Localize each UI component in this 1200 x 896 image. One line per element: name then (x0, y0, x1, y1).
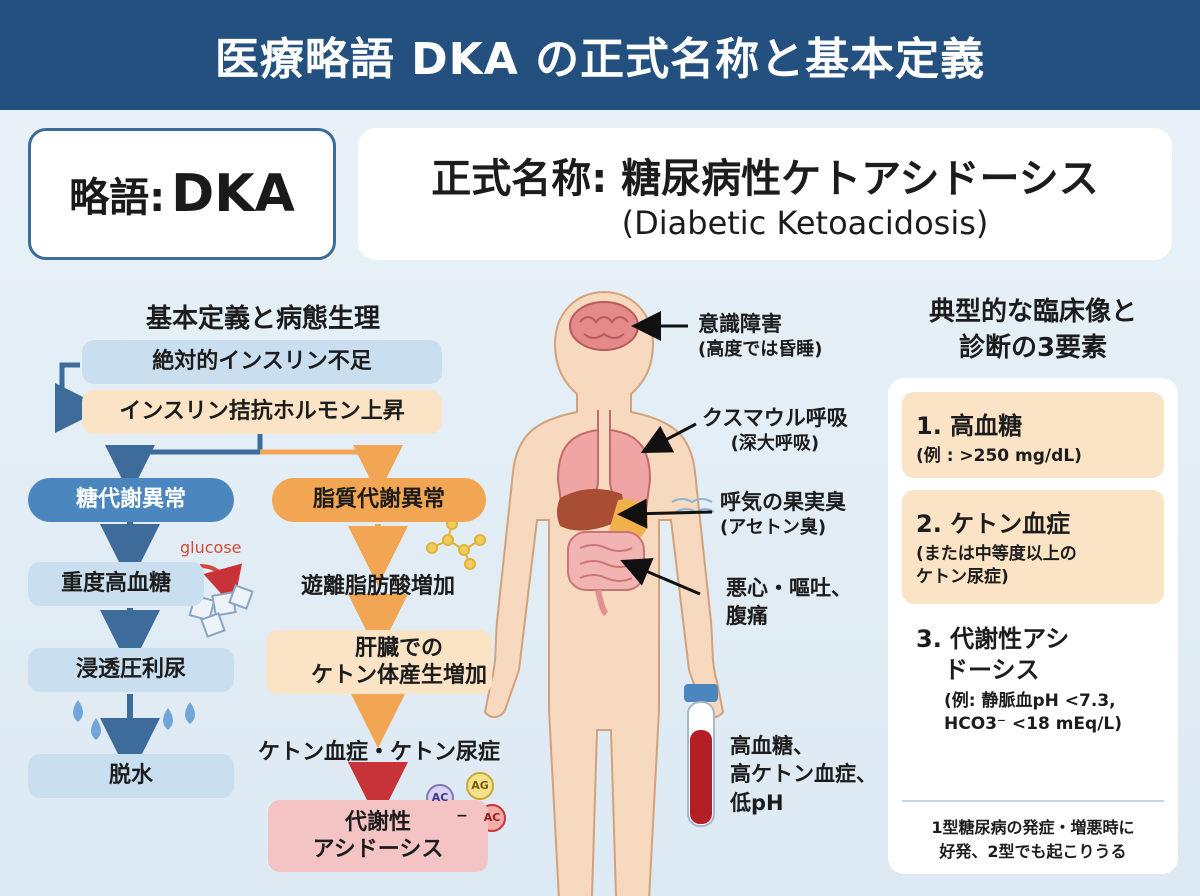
diagnosis-title-line2: 診断の3要素 (958, 333, 1108, 364)
gi-symptoms-label: 悪心・嘔吐、 腹痛 (726, 574, 852, 631)
formal-name-en: (Diabetic Ketoacidosis) (621, 204, 989, 242)
ketone-production-line1: 肝臓での (354, 635, 443, 661)
prevalence-note-line1: 1型糖尿病の発症・増悪時に (931, 818, 1135, 837)
formal-name-box: 正式名称: 糖尿病性ケトアシドーシス (Diabetic Ketoacidosi… (358, 128, 1172, 260)
osmotic-diuresis-box: 浸透圧利尿 (28, 648, 234, 692)
consciousness-main: 意識障害 (698, 312, 782, 336)
metabolic-acidosis-box: 代謝性 アシドーシス (268, 800, 488, 872)
formal-name-jp: 正式名称: 糖尿病性ケトアシドーシス (431, 156, 1099, 202)
criterion-hyperglycemia: 1. 高血糖 (例 : >250 mg/dL) (902, 392, 1164, 478)
prevalence-note-line2: 好発、2型でも起こりうる (939, 842, 1127, 861)
criterion1-head: 1. 高血糖 (916, 412, 1023, 440)
lipid-metabolism-head: 脂質代謝異常 (272, 478, 486, 522)
consciousness-label: 意識障害 (高度では昏睡) (698, 310, 822, 363)
lab-findings-label: 高血糖、 高ケトン血症、 低pH (730, 732, 877, 817)
kussmaul-label: クスマウル呼吸 (深大呼吸) (702, 404, 848, 457)
criterion2-head: 2. ケトン血症 (916, 510, 1071, 538)
kussmaul-sub: (深大呼吸) (730, 433, 820, 455)
abbreviation-box: 略語: DKA (28, 128, 336, 260)
page-title: 医療略語 DKA の正式名称と基本定義 (0, 0, 1200, 110)
diagnosis-title-line1: 典型的な臨床像と (928, 297, 1137, 327)
mol-minus: − (456, 808, 468, 824)
insulin-deficiency-box: 絶対的インスリン不足 (82, 340, 442, 384)
metabolic-acidosis-line1: 代謝性 (344, 809, 411, 835)
lab-findings-line2: 高ケトン血症、 (730, 762, 877, 787)
pathophysiology-title: 基本定義と病態生理 (145, 304, 380, 334)
mol-ag: AG (471, 779, 489, 792)
criterion3-head-line1: 3. 代謝性アシ (916, 625, 1070, 653)
lab-findings-line3: 低pH (730, 790, 784, 815)
criterion-acidosis: 3. 代謝性アシ ドーシス (例: 静脈血pH <7.3, HCO3⁻ <18 … (902, 624, 1164, 736)
criterion-ketonemia: 2. ケトン血症 (または中等度以上の ケトン尿症) (902, 490, 1164, 604)
prevalence-note: 1型糖尿病の発症・増悪時に 好発、2型でも起こりうる (902, 800, 1164, 864)
fruity-breath-sub: (アセトン臭) (720, 517, 827, 539)
criterion3-desc-line2: HCO3⁻ <18 mEq/L) (944, 714, 1123, 735)
criterion3-desc-line1: (例: 静脈血pH <7.3, (944, 691, 1116, 712)
glucose-label: glucose (180, 538, 242, 557)
ketone-production-box: 肝臓での ケトン体産生増加 (266, 630, 492, 694)
criterion1-desc: (例 : >250 mg/dL) (916, 446, 1082, 466)
gi-symptoms-line2: 腹痛 (726, 604, 768, 629)
consciousness-sub: (高度では昏睡) (698, 339, 823, 361)
gi-symptoms-line1: 悪心・嘔吐、 (726, 576, 852, 600)
diagnosis-panel: 1. 高血糖 (例 : >250 mg/dL) 2. ケトン血症 (または中等度… (888, 378, 1178, 874)
metabolic-acidosis-line2: アシドーシス (312, 837, 444, 862)
criterion3-head-line2: ドーシス (944, 656, 1040, 685)
fruity-breath-label: 呼気の果実臭 (アセトン臭) (720, 488, 846, 541)
mol-ac-2: AC (483, 811, 501, 824)
abbreviation-value: DKA (171, 164, 295, 224)
counter-hormone-box: インスリン拮抗ホルモン上昇 (82, 390, 442, 434)
mol-ac-1: AC (431, 791, 449, 804)
lab-findings-line1: 高血糖、 (730, 734, 814, 758)
kussmaul-main: クスマウル呼吸 (702, 406, 848, 430)
ketonemia-text: ケトン血症・ケトン尿症 (257, 740, 500, 765)
ketone-production-line2: ケトン体産生増加 (310, 663, 487, 688)
hyperglycemia-box: 重度高血糖 (28, 562, 204, 606)
dehydration-box: 脱水 (28, 754, 234, 798)
glucose-metabolism-head: 糖代謝異常 (28, 478, 234, 522)
diagnosis-title: 典型的な臨床像と 診断の3要素 (888, 294, 1178, 367)
criterion2-desc-line1: (または中等度以上の (916, 544, 1077, 564)
fruity-breath-main: 呼気の果実臭 (720, 490, 846, 514)
criterion2-desc-line2: ケトン尿症) (916, 566, 1009, 587)
free-fatty-acid-text: 遊離脂肪酸増加 (300, 574, 455, 599)
abbreviation-label: 略語: (69, 175, 166, 221)
